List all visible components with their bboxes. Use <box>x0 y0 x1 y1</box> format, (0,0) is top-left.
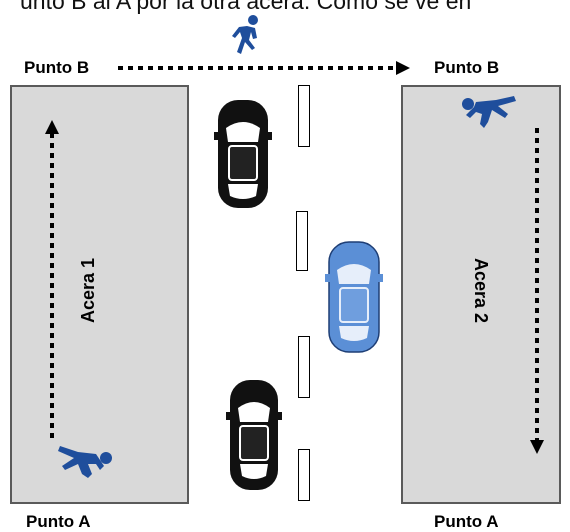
pedestrian-icon <box>462 96 516 128</box>
car-icon <box>226 380 282 490</box>
lane-dash <box>298 336 310 398</box>
arrow-icon <box>530 440 544 454</box>
sidewalk-1 <box>10 85 189 504</box>
car-icon <box>325 241 383 353</box>
arrow-icon <box>396 61 410 75</box>
point-b-right-label: Punto B <box>434 58 500 77</box>
point-a-left-label: Punto A <box>26 512 91 531</box>
pedestrian-icon <box>58 446 112 478</box>
point-b-left-label: Punto B <box>24 58 90 77</box>
lane-dash <box>298 85 310 147</box>
lane-dash <box>296 211 308 271</box>
pedestrian-icon <box>232 15 258 54</box>
caption-text: unto B al A por la otra acera. Como se v… <box>20 0 472 14</box>
arrow-icon <box>45 120 59 134</box>
car-icon <box>214 100 272 208</box>
point-a-right-label: Punto A <box>434 512 499 531</box>
sidewalk-2 <box>401 85 561 504</box>
lane-dash <box>298 449 310 501</box>
